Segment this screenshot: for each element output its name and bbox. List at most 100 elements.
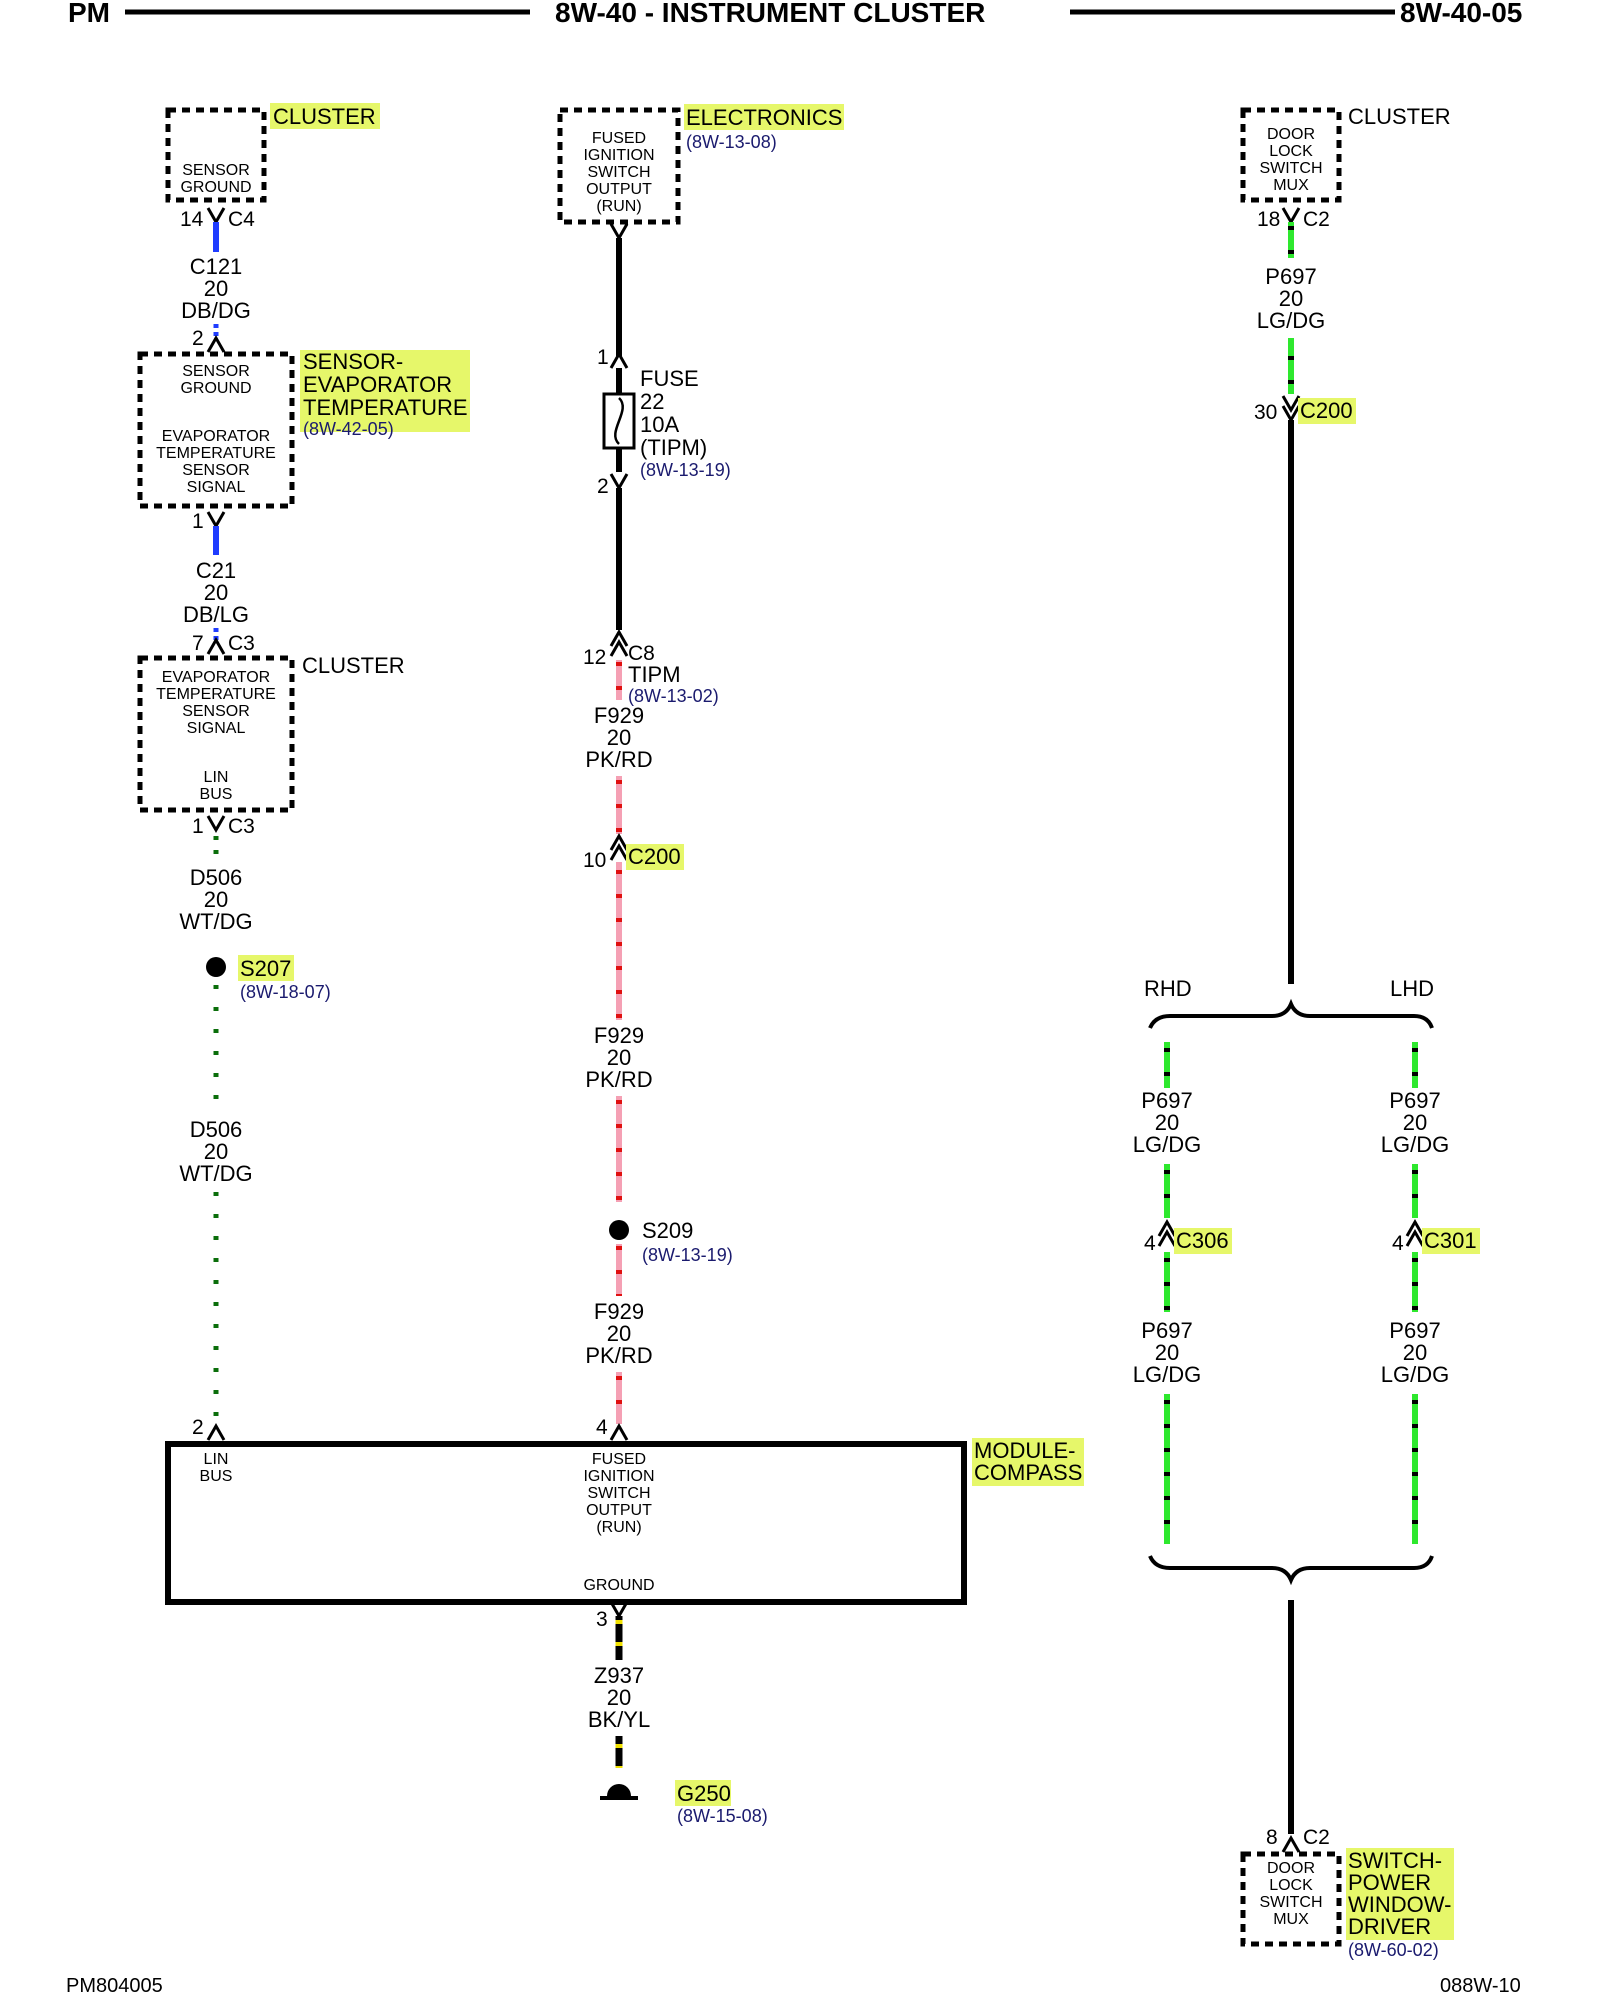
wire-gauge: 20 — [607, 725, 631, 750]
connector-symbol — [206, 334, 226, 353]
connector-symbol — [206, 511, 226, 530]
wire-label-f929: F929 20 PK/RD — [585, 703, 652, 772]
connector-c306: C306 — [1176, 1228, 1229, 1253]
lhd-label: LHD — [1390, 976, 1434, 1001]
connector-symbol — [1405, 1218, 1425, 1247]
wire-gauge: 20 — [607, 1045, 631, 1070]
right-column: CLUSTER DOOR LOCK SWITCH MUX 18 C2 P697 … — [1133, 104, 1480, 1960]
pin-number: 1 — [192, 815, 204, 838]
wire-label-c21: C21 20 DB/LG — [183, 558, 249, 627]
ground-g250: G250 — [677, 1781, 731, 1806]
fuse-element — [614, 397, 624, 445]
pin-number: 7 — [192, 632, 204, 655]
cluster-label: CLUSTER — [302, 653, 405, 678]
connector-symbol — [609, 350, 629, 369]
cluster-label: CLUSTER — [1348, 104, 1451, 129]
inner-text: BUS — [200, 786, 233, 803]
evap-sensor-label: EVAPORATOR — [303, 372, 452, 397]
wire-color: LG/DG — [1257, 308, 1325, 333]
inner-text: TEMPERATURE — [156, 686, 276, 703]
merge-brace — [1148, 1555, 1434, 1586]
wire-circuit: F929 — [594, 1299, 644, 1324]
connector-symbol — [1281, 1834, 1301, 1853]
inner-text: SWITCH — [587, 164, 650, 181]
inner-text: FUSED — [592, 130, 646, 147]
wire-color: PK/RD — [585, 1067, 652, 1092]
inner-text: LOCK — [1269, 143, 1313, 160]
pin-number: 4 — [1392, 1232, 1404, 1255]
module-label: COMPASS — [974, 1460, 1082, 1485]
electronics-ref: (8W-13-08) — [686, 132, 777, 152]
inner-text: SIGNAL — [187, 720, 246, 737]
highlight — [300, 350, 470, 432]
cluster-door-lock-box — [1240, 107, 1342, 203]
header-left: PM — [68, 0, 110, 28]
wire-gauge: 20 — [204, 580, 228, 605]
wire-gauge: 20 — [204, 276, 228, 301]
wire-circuit: D506 — [190, 865, 243, 890]
wire-label-p697: P697 20 LG/DG — [1257, 264, 1325, 333]
inner-text: SWITCH — [1259, 160, 1322, 177]
wire-color: PK/RD — [585, 747, 652, 772]
fuse-text: FUSE — [640, 366, 699, 391]
pin-number: 30 — [1254, 401, 1277, 424]
pin-number: 12 — [583, 646, 606, 669]
wire-gauge: 20 — [204, 887, 228, 912]
wire-color: LG/DG — [1133, 1132, 1201, 1157]
splice-s207: S207 — [240, 956, 291, 981]
fuse-ref: (8W-13-19) — [640, 460, 731, 480]
header-right: 8W-40-05 — [1400, 0, 1522, 28]
inner-text: (RUN) — [596, 1519, 641, 1536]
inner-text: IGNITION — [583, 1468, 654, 1485]
header: PM 8W-40 - INSTRUMENT CLUSTER 8W-40-05 — [68, 0, 1522, 28]
inner-text: SWITCH — [1259, 1894, 1322, 1911]
wire-color: PK/RD — [585, 1343, 652, 1368]
connector-symbol — [206, 207, 226, 226]
inner-text: MUX — [1273, 1911, 1309, 1928]
pin-number: 18 — [1257, 208, 1280, 231]
highlight — [972, 1438, 1084, 1486]
wire-color: BK/YL — [588, 1707, 650, 1732]
highlight — [1422, 1228, 1480, 1254]
wire-gauge: 20 — [1403, 1110, 1427, 1135]
pin-number: 2 — [192, 327, 204, 350]
evap-sensor-ref: (8W-42-05) — [303, 419, 394, 439]
wire-circuit: F929 — [594, 703, 644, 728]
cluster-label: CLUSTER — [273, 104, 376, 129]
inner-text: SWITCH — [587, 1485, 650, 1502]
highlight — [270, 103, 380, 129]
wire-gauge: 20 — [1155, 1110, 1179, 1135]
pin-number: 2 — [192, 1416, 204, 1439]
connector-symbol — [206, 636, 226, 655]
connector-symbol — [1157, 1218, 1177, 1247]
wire-label-f929: F929 20 PK/RD — [585, 1023, 652, 1092]
inner-text: DOOR — [1267, 126, 1315, 143]
connector-symbol — [609, 223, 629, 242]
inner-text: FUSED — [592, 1451, 646, 1468]
footer-right: 088W-10 — [1440, 1975, 1521, 1997]
wire-circuit: Z937 — [594, 1663, 644, 1688]
splice-s209-ref: (8W-13-19) — [642, 1245, 733, 1265]
switch-label: WINDOW- — [1348, 1892, 1451, 1917]
connector-symbol — [1281, 395, 1301, 424]
wire-label-p697-rhd: P697 20 LG/DG — [1133, 1318, 1201, 1387]
inner-text: LIN — [204, 769, 229, 786]
wire-circuit: P697 — [1141, 1318, 1192, 1343]
splice-s207-ref: (8W-18-07) — [240, 982, 331, 1002]
switch-label: SWITCH- — [1348, 1848, 1442, 1873]
connector-symbol — [609, 628, 629, 657]
wire-circuit: F929 — [594, 1023, 644, 1048]
inner-text: SENSOR — [182, 703, 250, 720]
fuse-text: 10A — [640, 412, 679, 437]
highlight — [1174, 1228, 1232, 1254]
pin-number: 8 — [1266, 1826, 1278, 1849]
inner-text: EVAPORATOR — [162, 669, 270, 686]
wire-color: DB/LG — [183, 602, 249, 627]
pin-number: 10 — [583, 849, 606, 872]
highlight — [1298, 398, 1356, 424]
pin-number: 4 — [596, 1416, 608, 1439]
inner-text: (RUN) — [596, 198, 641, 215]
fuse-pin-top: 1 — [597, 346, 609, 369]
wire-color: DB/DG — [181, 298, 251, 323]
